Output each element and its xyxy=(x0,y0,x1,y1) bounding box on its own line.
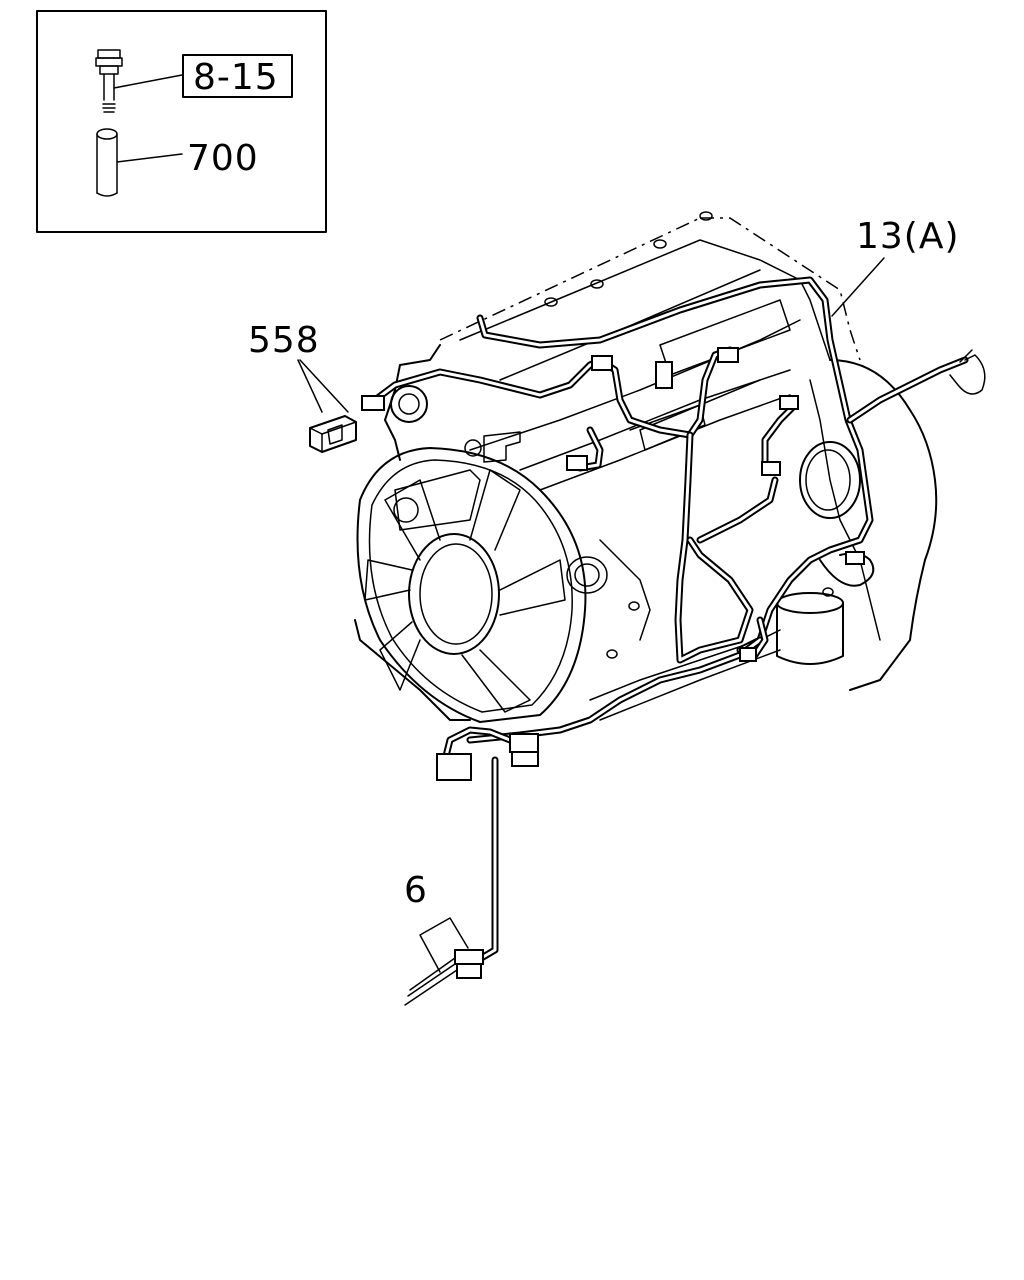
fan-shroud xyxy=(356,447,587,723)
sub-harness-connector-a xyxy=(454,949,484,965)
sensor-connector-2 xyxy=(655,361,673,389)
bolt-ref-label: 8-15 xyxy=(193,57,279,98)
sleeve-part xyxy=(96,128,118,197)
sub-harness-callout-label: 6 xyxy=(404,870,428,911)
harness-clip-part xyxy=(309,415,357,453)
clip-callout-label: 558 xyxy=(248,320,320,361)
bolt-leader-line xyxy=(113,74,183,89)
cooling-fan xyxy=(356,447,587,723)
valve-cover-bolts xyxy=(544,211,713,307)
sensor-connector-5 xyxy=(779,395,799,410)
bolt-part xyxy=(95,49,123,113)
sub-harness-leader-line xyxy=(419,917,469,973)
sensor-connector-4 xyxy=(566,455,588,471)
inset-frame xyxy=(36,10,327,233)
harness-callout-label: 13(A) xyxy=(856,216,960,257)
sub-harness-leads xyxy=(404,957,458,1006)
callouts: 13(A) 558 6 xyxy=(248,216,960,973)
clip-leader-line xyxy=(297,359,349,413)
harness-leader-line xyxy=(831,257,885,317)
starter-canister xyxy=(776,587,844,665)
starter-connector xyxy=(845,551,865,565)
junction-connector-b xyxy=(511,751,539,767)
engine-block xyxy=(354,211,938,721)
sleeve-leader-line xyxy=(116,153,183,163)
wiring-harness xyxy=(361,276,986,1006)
sub-harness-connector-b xyxy=(456,963,482,979)
front-connector xyxy=(361,395,385,411)
sensor-connector-3 xyxy=(717,347,739,363)
bolt-ref-box xyxy=(182,54,293,98)
detail-inset: 8-15 700 xyxy=(36,10,327,233)
sensor-connector-1 xyxy=(591,355,613,371)
sensor-connector-7 xyxy=(739,647,757,662)
fan-hub xyxy=(408,533,500,655)
sleeve-ref-label: 700 xyxy=(187,138,259,179)
junction-connector-a xyxy=(509,733,539,753)
flywheel-opening xyxy=(799,441,861,519)
sensor-connector-6 xyxy=(761,461,781,476)
lower-left-connector xyxy=(436,753,472,781)
